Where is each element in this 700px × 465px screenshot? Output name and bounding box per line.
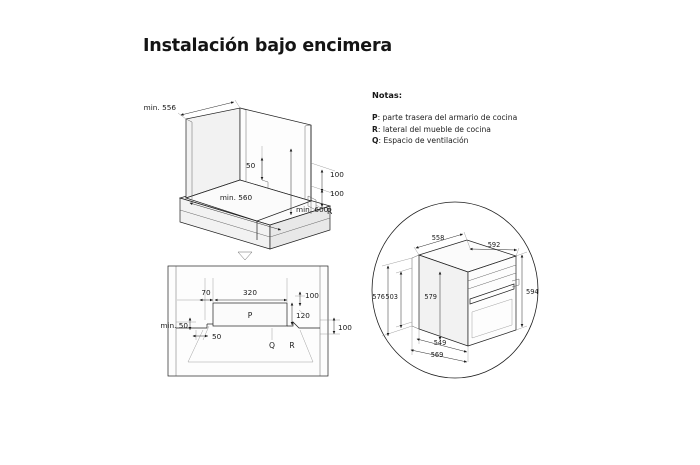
rear-panel-p [212,302,288,327]
dim-section-vent-bottom-100: 100 [338,323,352,332]
dim-320: 320 [243,288,257,297]
cabinet-iso-diagram: min. 556 min. 560 50 min. 600 100 100 R [144,99,344,250]
dim-min-50: min. 50 [160,321,188,330]
dim-50-gap: 50 [246,161,256,170]
dim-50-base: 50 [212,332,222,341]
label-p: P [248,311,253,320]
dim-569: 569 [431,351,444,359]
dim-min-560: min. 560 [220,193,253,202]
dim-549: 549 [434,339,447,347]
note-text-q: : Espacio de ventilación [378,136,469,145]
label-r-section: R [289,341,295,350]
notes-block: Notas: P: parte trasera del armario de c… [372,90,552,147]
dim-vent-upper-100: 100 [330,170,344,179]
label-r-iso: R [327,207,333,216]
dim-558: 558 [432,234,445,242]
notes-heading: Notas: [372,90,403,100]
dim-594: 594 [526,288,539,296]
note-text-p: : parte trasera del armario de cocina [377,113,518,122]
oven-detail-diagram: 558 592 576 503 579 594 549 569 [371,201,539,379]
dim-592: 592 [488,241,501,249]
dim-70: 70 [201,288,211,297]
page-title: Instalación bajo encimera [143,36,393,56]
note-text-r: : lateral del mueble de cocina [377,124,491,134]
dim-min-600: min. 600 [296,205,329,214]
dim-section-vent-top-100: 100 [305,291,319,300]
cabinet-section-diagram: P 70 320 120 min. 50 50 Q [160,251,352,377]
dim-503: 503 [385,293,398,301]
note-key-r: R [372,124,378,134]
note-item-p: P: parte trasera del armario de cocina [372,112,552,124]
note-item-q: Q: Espacio de ventilación [372,135,552,147]
oven-front-face [467,255,517,347]
note-item-r: R: lateral del mueble de cocina [372,124,552,136]
dim-120: 120 [296,311,310,320]
note-key-q: Q [372,136,379,145]
dim-vent-lower-100: 100 [330,189,344,198]
note-key-p: P [372,113,378,122]
label-q: Q [269,341,275,350]
callout-circle [371,201,539,379]
dim-576: 576 [372,293,385,301]
dim-579: 579 [424,293,437,301]
dim-min-556: min. 556 [144,103,177,112]
